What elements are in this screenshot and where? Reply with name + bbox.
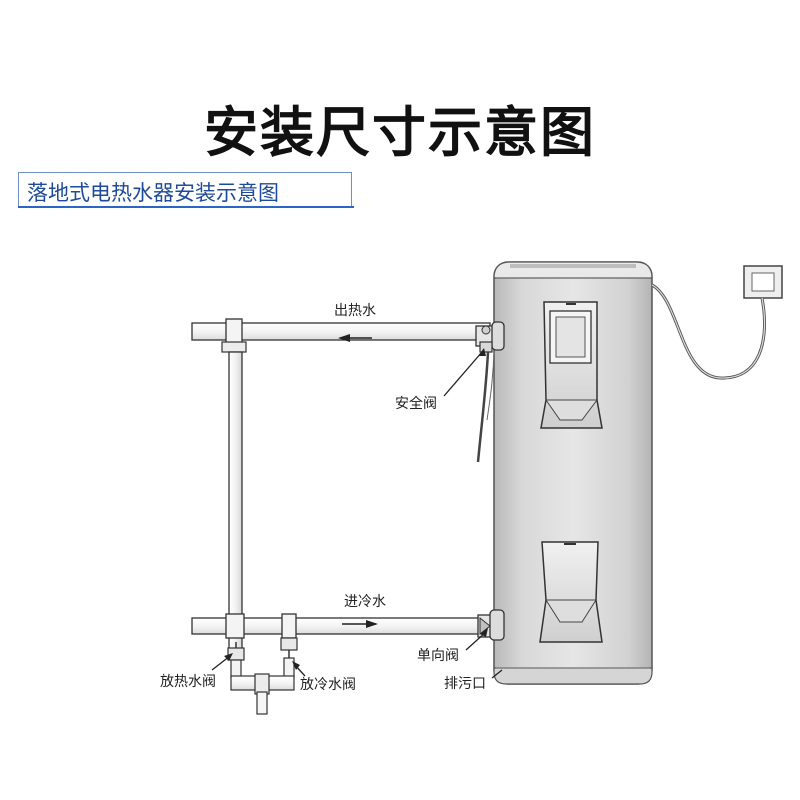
cold-water-pipe [191,613,491,639]
power-cable [651,283,766,380]
subtitle-text: 落地式电热水器安装示意图 [27,181,279,205]
upper-control-panel [540,301,603,429]
main-title: 安装尺寸示意图 [204,101,596,164]
cold-flow-arrow [342,620,378,628]
safety-drain-tube [476,351,490,463]
label-hot-water-out: 出热水 [334,303,376,319]
leader-safety-valve [443,351,483,397]
label-cold-water-in: 进冷水 [344,594,386,610]
label-safety-valve: 安全阀 [395,395,437,412]
lower-element-panel [539,541,603,643]
vertical-pipe [228,351,243,651]
water-heater-tank [493,261,653,685]
leader-drain-outlet [491,669,503,679]
subtitle-box: 落地式电热水器安装示意图 [18,172,352,208]
label-check-valve: 单向阀 [417,648,459,664]
label-hot-drain-valve: 放热水阀 [160,674,216,690]
wall-switch [743,265,783,299]
subtitle-underline [18,206,354,208]
hot-flow-arrow [338,334,372,342]
hot-water-pipe [191,318,491,353]
drain-valves-assembly [227,637,298,715]
label-cold-drain-valve: 放冷水阀 [300,677,356,693]
check-valve [477,609,505,641]
label-drain-outlet: 排污口 [444,676,486,692]
safety-valve [475,321,505,353]
